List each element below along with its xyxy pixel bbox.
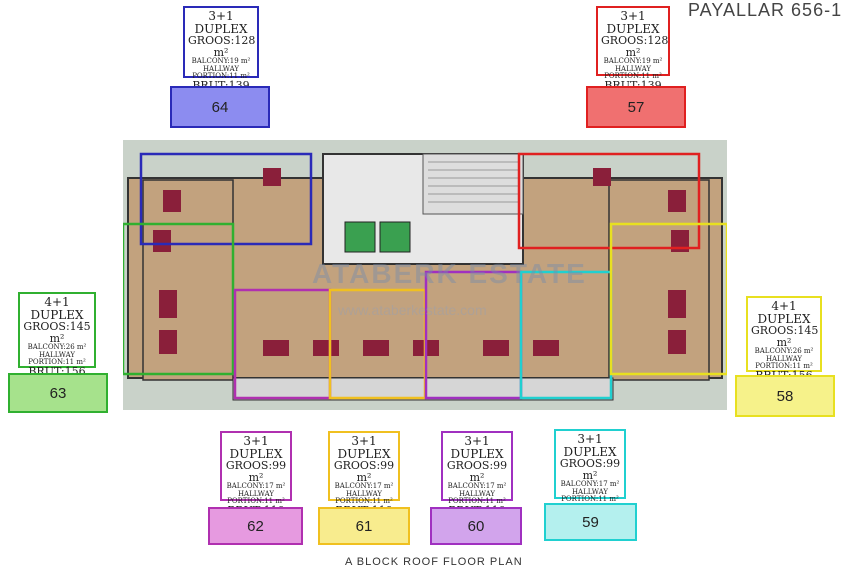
unit-balcony: BALCONY:19 m²	[191, 57, 251, 66]
stairs	[422, 153, 524, 215]
unit-groos: GROOS:99 m²	[225, 459, 287, 484]
plan-footer: A BLOCK ROOF FLOOR PLAN	[345, 556, 523, 568]
unit-number-59: 59	[544, 503, 637, 541]
plan-title: PAYALLAR 656-1	[688, 0, 843, 20]
unit-type: 3+1 DUPLEX	[563, 432, 617, 459]
beds	[153, 168, 689, 356]
left-wing	[142, 179, 234, 381]
unit-groos: GROOS:128 m²	[188, 34, 256, 59]
bottom-balcony	[232, 377, 614, 401]
unit-type: 3+1 DUPLEX	[450, 434, 504, 461]
unit-groos: GROOS:99 m²	[333, 459, 395, 484]
unit-groos: GROOS:128 m²	[601, 34, 669, 59]
unit-balcony: BALCONY:26 m²	[754, 347, 814, 356]
unit-type: 3+1 DUPLEX	[229, 434, 283, 461]
unit-number-64: 64	[170, 86, 270, 128]
unit-groos: GROOS:145 m²	[23, 320, 91, 345]
unit-hallway: HALLWAY PORTION:11 m²	[227, 489, 285, 505]
unit-type: 4+1 DUPLEX	[757, 299, 811, 326]
watermark-logo: ATABERK ESTATE	[312, 258, 587, 289]
outline-unit-63	[121, 222, 235, 376]
floor-plan-drawing	[121, 140, 729, 410]
unit-hallway: HALLWAY PORTION:11 m²	[755, 354, 813, 370]
unit-balcony: BALCONY:17 m²	[226, 482, 286, 491]
unit-balcony: BALCONY:17 m²	[560, 480, 620, 489]
unit-type: 3+1 DUPLEX	[337, 434, 391, 461]
unit-groos: GROOS:99 m²	[559, 457, 621, 482]
unit-hallway: HALLWAY PORTION:11 m²	[448, 489, 506, 505]
right-wing	[608, 179, 710, 381]
unit-hallway: HALLWAY PORTION:11 m²	[561, 487, 619, 503]
unit-number-58: 58	[735, 375, 835, 417]
unit-type: 3+1 DUPLEX	[194, 9, 248, 36]
unit-number-57: 57	[586, 86, 686, 128]
outline-unit-64	[139, 152, 313, 246]
watermark-url: www.ataberkestate.com	[338, 302, 487, 318]
floor-plan	[121, 140, 729, 410]
unit-balcony: BALCONY:17 m²	[447, 482, 507, 491]
elevator-right	[379, 221, 411, 253]
unit-hallway: HALLWAY PORTION:11 m²	[192, 64, 250, 80]
unit-type: 3+1 DUPLEX	[606, 9, 660, 36]
unit-balcony: BALCONY:17 m²	[334, 482, 394, 491]
unit-number-63: 63	[8, 373, 108, 413]
unit-groos: GROOS:145 m²	[751, 324, 819, 349]
unit-groos: GROOS:99 m²	[446, 459, 508, 484]
unit-hallway: HALLWAY PORTION:11 m²	[28, 350, 86, 366]
unit-number-61: 61	[318, 507, 410, 545]
elevator-left	[344, 221, 376, 253]
unit-balcony: BALCONY:19 m²	[603, 57, 663, 66]
unit-type: 4+1 DUPLEX	[30, 295, 84, 322]
stair-treads	[428, 161, 518, 203]
outline-unit-57	[517, 152, 701, 250]
unit-number-60: 60	[430, 507, 522, 545]
unit-balcony: BALCONY:26 m²	[27, 343, 87, 352]
unit-hallway: HALLWAY PORTION:11 m²	[335, 489, 393, 505]
unit-number-62: 62	[208, 507, 303, 545]
unit-hallway: HALLWAY PORTION:11 m²	[604, 64, 662, 80]
